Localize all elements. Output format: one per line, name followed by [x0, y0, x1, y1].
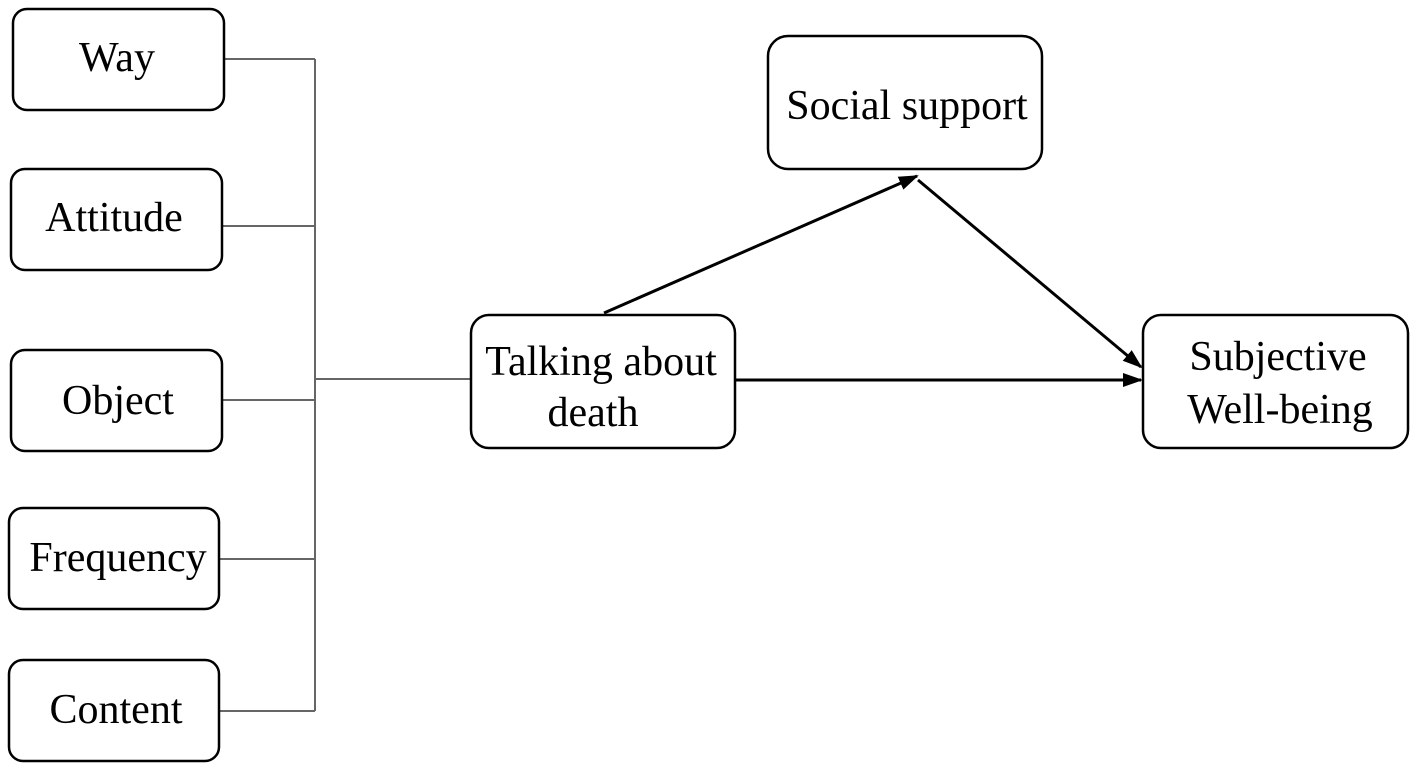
node-social-support: Social support [766, 34, 1044, 171]
dimension-frequency: Frequency [7, 506, 221, 611]
dimension-frequency-label: Frequency [29, 535, 206, 581]
node-subjective-well-being-line1: Subjective [1189, 334, 1366, 380]
node-social-support-label: Social support [786, 83, 1028, 129]
dimension-way-label: Way [79, 35, 155, 81]
dimension-object-label: Object [62, 378, 174, 424]
dimension-object: Object [9, 348, 224, 453]
node-subjective-well-being-box [1141, 313, 1410, 450]
node-social-support-box [766, 34, 1044, 171]
dimension-frequency-box [7, 506, 221, 611]
dimension-connectors [219, 58, 471, 712]
node-talking-about-death-box [469, 313, 737, 450]
arrow-support-to-wellbeing [917, 178, 1143, 369]
node-talking-about-death-line2: death [548, 390, 639, 436]
node-talking-about-death: Talking about death [469, 313, 737, 450]
dimension-object-box [9, 348, 224, 453]
dimension-way: Way [11, 7, 226, 112]
dimension-attitude: Attitude [9, 167, 224, 272]
dimension-content: Content [7, 658, 221, 763]
path-arrows [603, 174, 1143, 387]
dimension-content-box [7, 658, 221, 763]
node-subjective-well-being-line2: Well-being [1187, 387, 1373, 433]
dimension-way-box [11, 7, 226, 112]
dimension-attitude-label: Attitude [45, 195, 183, 241]
dimension-attitude-box [9, 167, 224, 272]
arrow-death-to-support [603, 174, 919, 315]
node-talking-about-death-line1: Talking about [485, 339, 717, 385]
dimension-content-label: Content [50, 687, 183, 733]
node-subjective-well-being: Subjective Well-being [1141, 313, 1410, 450]
